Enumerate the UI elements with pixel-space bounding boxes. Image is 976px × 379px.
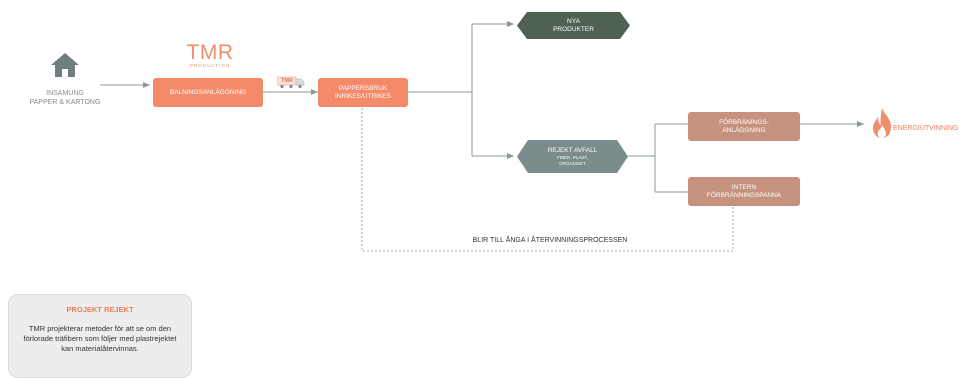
intern-line1: INTERN xyxy=(731,183,757,191)
truck-badge-text: TMR xyxy=(281,78,293,84)
rejekt-shape xyxy=(517,140,628,173)
logo-text: TMR xyxy=(186,41,234,64)
insamling-line2: PAPPER & KARTONG xyxy=(29,99,101,106)
forbranning-box[interactable]: FÖRBRÄNINGS- ANLÄGGNING xyxy=(688,112,800,141)
tmr-logo: TMR PRODUCTION xyxy=(182,42,238,69)
home-icon xyxy=(51,53,79,77)
dashed-loop-label: BLIR TILL ÅNGA I ÅTERVINNINGSPROCESSEN xyxy=(472,237,628,244)
projekt-rejekt-card: PROJEKT REJEKT TMR projekterar metoder f… xyxy=(8,294,192,378)
truck-icon: TMR xyxy=(277,76,306,89)
rejekt-sub2: ORGANISKT xyxy=(559,160,586,166)
nya-produkter-shape xyxy=(517,12,630,39)
info-title: PROJEKT REJEKT xyxy=(66,305,134,314)
nya-produkter-node[interactable]: NYA PRODUKTER xyxy=(517,12,630,39)
logo-sub: PRODUCTION xyxy=(189,63,231,68)
balning-box[interactable]: BALNINGSANLÄGGNING xyxy=(153,78,263,107)
balning-label: BALNINGSANLÄGGNING xyxy=(169,88,247,96)
nya-line1: NYA xyxy=(567,17,580,25)
flow-lines xyxy=(100,21,864,193)
dashed-loop xyxy=(361,104,734,252)
flame-icon xyxy=(873,108,891,138)
energi-label: ENERGIUTVINNING xyxy=(893,125,959,132)
nya-line2: PRODUKTER xyxy=(553,25,594,33)
rejekt-sub1: FIBER, PLAST, xyxy=(557,154,588,160)
pappersbruk-line2: INRIKES/UTRIKES xyxy=(335,92,391,100)
intern-box[interactable]: INTERN FÖRBRÄNNINGSPANNA xyxy=(688,177,800,206)
forbranning-line1: FÖRBRÄNINGS- xyxy=(719,118,769,126)
intern-line2: FÖRBRÄNNINGSPANNA xyxy=(706,191,782,199)
forbranning-line2: ANLÄGGNING xyxy=(722,126,766,134)
pappersbruk-line1: PAPPERSBRUK xyxy=(338,84,388,92)
info-body: TMR projekterar metoder för att se om de… xyxy=(23,324,177,353)
rejekt-title: REJEKT AVFALL xyxy=(547,146,598,154)
insamling-label: INSAMUNG PAPPER & KARTONG xyxy=(20,89,110,107)
rejekt-avfall-node[interactable]: REJEKT AVFALL FIBER, PLAST, ORGANISKT xyxy=(517,140,628,173)
insamling-line1: INSAMUNG xyxy=(46,90,84,97)
pappersbruk-box[interactable]: PAPPERSBRUK INRIKES/UTRIKES xyxy=(318,78,408,107)
